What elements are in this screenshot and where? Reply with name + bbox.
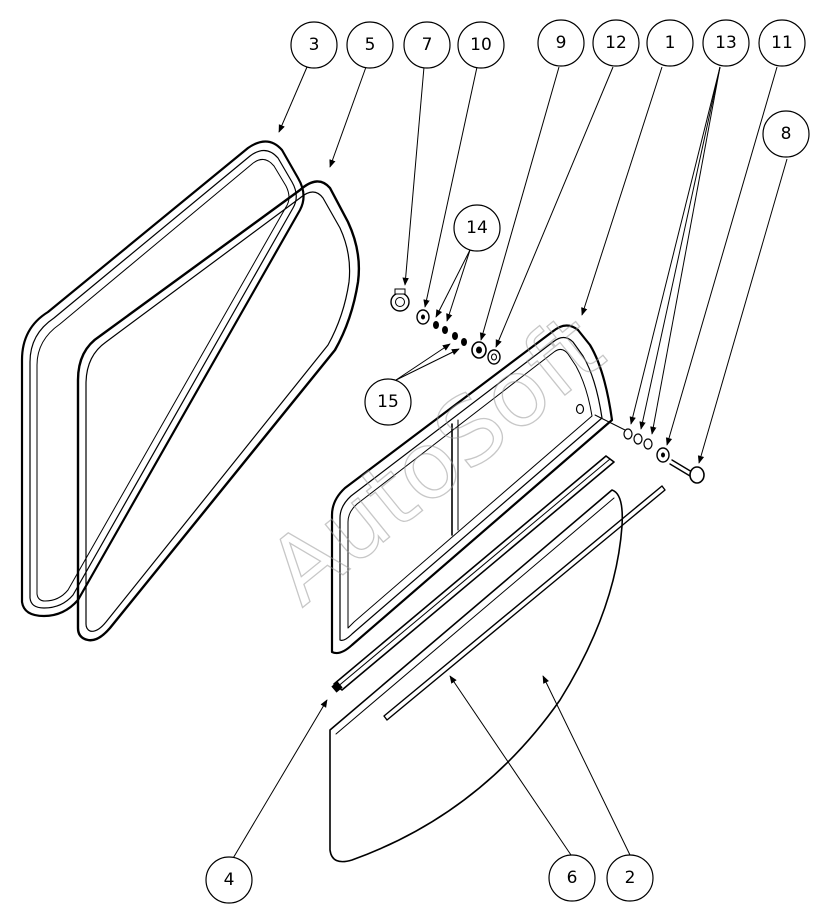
callout-label: 12: [605, 33, 627, 53]
callout-12: 12: [592, 19, 640, 67]
part-12-washer: [487, 349, 501, 365]
part-6-guide-rod: [383, 485, 666, 721]
callout-7: 7: [403, 21, 451, 69]
callout-1: 1: [646, 19, 694, 67]
part-5-inner-seal: [76, 180, 361, 642]
callout-13: 13: [702, 19, 750, 67]
part-4-lower-channel: [331, 455, 615, 693]
callout-label: 14: [466, 218, 488, 238]
part-1-window-frame: [330, 324, 614, 655]
callout-label: 3: [309, 35, 320, 55]
callout-9: 9: [537, 19, 585, 67]
part-10-washer: [416, 309, 430, 325]
callout-6: 6: [548, 854, 596, 902]
leader-lines: [231, 66, 788, 861]
callout-label: 15: [377, 392, 399, 412]
callout-label: 8: [781, 124, 792, 144]
part-2-fixed-glass: [329, 489, 624, 863]
part-7-knob: [390, 288, 410, 312]
callout-label: 2: [625, 868, 636, 888]
callout-4: 4: [205, 856, 253, 904]
part-14-spacers: [433, 321, 448, 334]
callout-5: 5: [346, 21, 394, 69]
callout-label: 9: [556, 33, 567, 53]
callout-11: 11: [758, 19, 806, 67]
callout-label: 7: [422, 35, 433, 55]
callout-label: 1: [665, 33, 676, 53]
callout-label: 6: [567, 868, 578, 888]
callout-8: 8: [762, 110, 810, 158]
callout-2: 2: [606, 854, 654, 902]
callout-label: 5: [365, 35, 376, 55]
callout-15: 15: [364, 378, 412, 426]
callout-label: 11: [771, 33, 793, 53]
callout-label: 10: [470, 35, 492, 55]
part-15-spacers: [452, 332, 467, 346]
callout-14: 14: [453, 204, 501, 252]
part-13-washers: [623, 428, 653, 450]
part-8-bolt: [669, 459, 705, 484]
left-hardware-stack: [390, 288, 501, 365]
callout-10: 10: [457, 21, 505, 69]
part-9-bushing: [471, 341, 487, 359]
part-11-washer: [656, 447, 670, 463]
callout-label: 13: [715, 33, 737, 53]
callout-label: 4: [224, 870, 235, 890]
callout-3: 3: [290, 21, 338, 69]
right-hardware-stack: [594, 414, 705, 484]
